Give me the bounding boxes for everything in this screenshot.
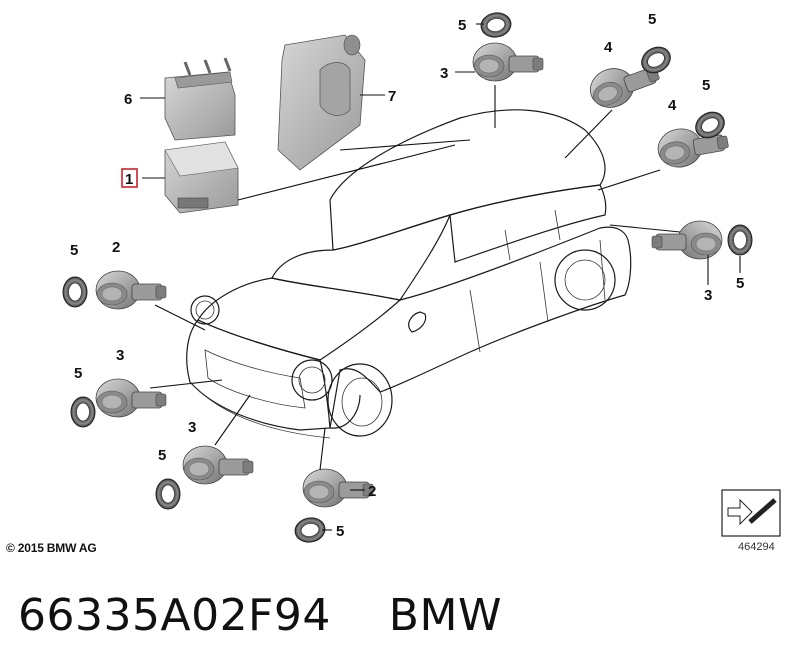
module-part-6[interactable] xyxy=(164,57,236,141)
callout-5-bottom: 5 xyxy=(336,523,344,540)
callout-5-front-left: 5 xyxy=(74,365,82,382)
callout-5-top: 5 xyxy=(458,17,466,34)
ring-bottom-5[interactable] xyxy=(292,515,328,545)
callout-5-rear-right: 5 xyxy=(736,275,744,292)
callout-7: 7 xyxy=(388,88,396,105)
sensor-left-2[interactable] xyxy=(95,270,167,310)
ring-top-5[interactable] xyxy=(478,10,514,40)
callout-1-highlight xyxy=(121,168,138,188)
callout-5-upper-right: 5 xyxy=(648,11,656,28)
callout-5-left: 5 xyxy=(70,242,78,259)
reference-number: 464294 xyxy=(738,541,775,553)
car-outline xyxy=(186,109,632,439)
callout-5-right: 5 xyxy=(702,77,710,94)
sensor-front-left-3[interactable] xyxy=(95,378,167,418)
sensor-bottom-2[interactable] xyxy=(302,468,374,508)
callout-6: 6 xyxy=(124,91,132,108)
copyright: © 2015 BMW AG xyxy=(6,541,97,555)
ring-rear-right-5[interactable] xyxy=(727,224,753,256)
control-unit-part-1[interactable] xyxy=(164,141,239,214)
sensor-rear-right-3[interactable] xyxy=(651,220,723,260)
callout-4-right: 4 xyxy=(668,97,677,114)
callout-2-bottom: 2 xyxy=(368,483,376,500)
ring-front-center-5[interactable] xyxy=(155,478,181,510)
sensor-front-center-3[interactable] xyxy=(182,445,254,485)
ring-left-5[interactable] xyxy=(62,276,88,308)
sensor-top-3[interactable] xyxy=(472,42,544,82)
leader-lines xyxy=(140,23,741,531)
bracket-part-7[interactable] xyxy=(277,34,366,171)
callout-3-rear-right: 3 xyxy=(704,287,712,304)
callout-4-upper-right: 4 xyxy=(604,39,613,56)
callout-5-front-center: 5 xyxy=(158,447,166,464)
callout-3-top: 3 xyxy=(440,65,448,82)
callout-2-left: 2 xyxy=(112,239,120,256)
callout-3-front-left: 3 xyxy=(116,347,124,364)
callout-1: 1 xyxy=(125,171,133,188)
part-number-caption: 66335A02F94 BMW xyxy=(18,590,502,641)
callout-3-front-center: 3 xyxy=(188,419,196,436)
ring-front-left-5[interactable] xyxy=(70,396,96,428)
parts-diagram: 1 6 7 5 3 5 4 5 4 3 5 5 2 3 5 3 5 2 5 xyxy=(62,10,781,545)
reference-symbol xyxy=(721,489,781,537)
